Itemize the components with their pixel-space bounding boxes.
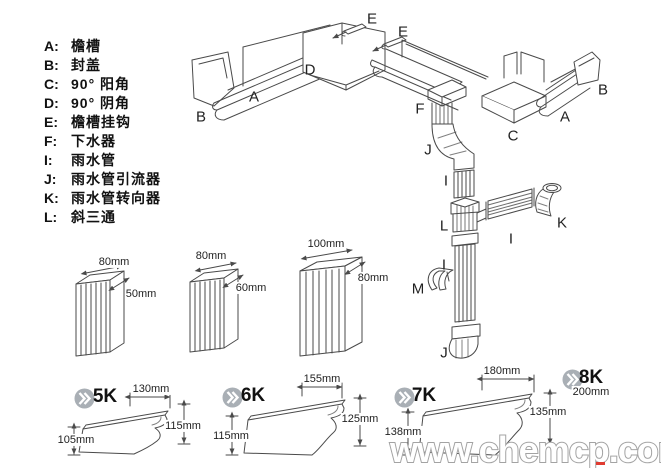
downspout1-width-label: 80mm	[97, 255, 131, 269]
legend-item: E: 檐槽挂钩	[44, 112, 161, 131]
legend-item: K: 雨水管转向器	[44, 188, 161, 207]
downspout3-width-label: 100mm	[306, 237, 346, 251]
legend-item: F: 下水器	[44, 131, 161, 150]
elbow-upper-drawing	[431, 123, 475, 171]
legend-item: C: 90° 阳角	[44, 74, 161, 93]
legend-label: 雨水管转向器	[71, 189, 161, 206]
legend-label: 90° 阳角	[71, 75, 131, 92]
legend-label: 90° 阴角	[71, 94, 131, 111]
profile-6k-top-width: 155mm	[302, 372, 342, 386]
profile-5k-front-height: 115mm	[164, 419, 202, 433]
end-cap-right-drawing	[573, 51, 601, 86]
legend-item: A: 檐槽	[44, 36, 161, 55]
profile-5k-back-height: 105mm	[56, 433, 96, 447]
elbow-lower-drawing	[448, 323, 481, 359]
legend-key: C:	[44, 75, 59, 92]
profile-6k-back-height: 115mm	[212, 429, 250, 443]
legend-key: D:	[44, 94, 59, 111]
outlet-drawing	[427, 79, 467, 125]
downpipe-branch-drawing	[485, 187, 535, 221]
part-label-downpipe-lower: I	[441, 256, 447, 274]
part-label-inside-corner: D	[304, 61, 316, 79]
legend-item: B: 封盖	[44, 55, 161, 74]
downspout3-depth-label: 80mm	[356, 271, 390, 285]
legend-label: 斜三通	[71, 208, 116, 225]
profile-5k-top-width: 130mm	[131, 382, 171, 396]
profile-8k-top-width: 200mm	[571, 385, 611, 399]
legend-key: J:	[44, 170, 57, 187]
legend-label: 下水器	[71, 132, 116, 149]
part-label-diverter: K	[556, 214, 568, 232]
diverter-drawing	[535, 183, 562, 217]
downpipe-lower-drawing	[451, 232, 479, 323]
part-label-elbow-lower: J	[440, 344, 448, 362]
downspout2-depth-label: 60mm	[234, 281, 268, 295]
legend-label: 檐槽挂钩	[71, 113, 131, 130]
part-label-outside-corner: C	[507, 127, 519, 145]
profile-7k-drawing	[401, 374, 557, 456]
legend-label: 雨水管	[71, 151, 116, 168]
profile-5k-name: 5K	[92, 386, 118, 407]
tee-drawing	[450, 197, 487, 233]
watermark-text: www.chemcp.com	[389, 429, 661, 468]
legend-item: D: 90° 阴角	[44, 93, 161, 112]
end-cap-left-drawing	[191, 51, 235, 107]
profile-7k-top-width: 180mm	[482, 364, 522, 378]
legend-key: K:	[44, 189, 59, 206]
part-label-hook-2: E	[397, 23, 409, 41]
part-label-gutter-left: A	[248, 88, 260, 106]
part-label-outlet: F	[415, 100, 425, 118]
part-label-end-cap-right: B	[597, 81, 609, 99]
pipe-clamp-drawing	[427, 267, 454, 291]
profile-8k-name: 8K	[578, 367, 604, 388]
legend-key: A:	[44, 37, 59, 54]
downspout2-width-label: 80mm	[194, 249, 228, 263]
brand-chevron-icon	[74, 388, 95, 409]
legend: A: 檐槽 B: 封盖 C: 90° 阳角 D: 90° 阴角 E: 檐槽挂钩 F: 下水器…	[44, 36, 161, 226]
profile-7k-back-height: 138mm	[383, 425, 423, 439]
part-label-downpipe-upper: I	[443, 172, 449, 190]
legend-label: 檐槽	[71, 37, 101, 54]
gutter-hooks-drawing	[332, 23, 407, 52]
downspout-tubes-drawing	[75, 248, 366, 357]
part-label-gutter-right: A	[559, 108, 571, 126]
legend-item: J: 雨水管引流器	[44, 169, 161, 188]
legend-key: F:	[44, 132, 58, 149]
legend-key: I:	[44, 151, 53, 168]
part-label-downpipe-branch: I	[508, 230, 514, 248]
right-back-wall	[401, 39, 489, 80]
part-label-end-cap-left: B	[195, 108, 207, 126]
part-label-elbow-upper: J	[424, 141, 432, 159]
profile-5k-drawing	[67, 392, 191, 456]
legend-key: E:	[44, 113, 58, 130]
legend-key: B:	[44, 56, 59, 73]
profile-7k-front-height: 135mm	[528, 405, 568, 419]
part-label-tee: L	[439, 217, 449, 235]
profile-6k-front-height: 125mm	[340, 412, 380, 426]
outside-corner-drawing	[481, 51, 547, 124]
part-label-hook-1: E	[366, 10, 378, 28]
legend-key: L:	[44, 208, 58, 225]
profile-6k-name: 6K	[240, 385, 266, 406]
brand-chevron-icon	[394, 387, 415, 408]
part-label-clamp: M	[411, 280, 425, 298]
legend-label: 封盖	[71, 56, 101, 73]
brand-chevron-icon	[562, 369, 583, 390]
legend-label: 雨水管引流器	[71, 170, 161, 187]
downspout1-depth-label: 50mm	[124, 287, 158, 301]
legend-item: I: 雨水管	[44, 150, 161, 169]
legend-item: L: 斜三通	[44, 207, 161, 226]
red-mark	[596, 462, 605, 465]
profile-7k-name: 7K	[411, 385, 437, 406]
brand-chevron-icon	[222, 387, 243, 408]
downpipe-upper-drawing	[453, 169, 475, 199]
